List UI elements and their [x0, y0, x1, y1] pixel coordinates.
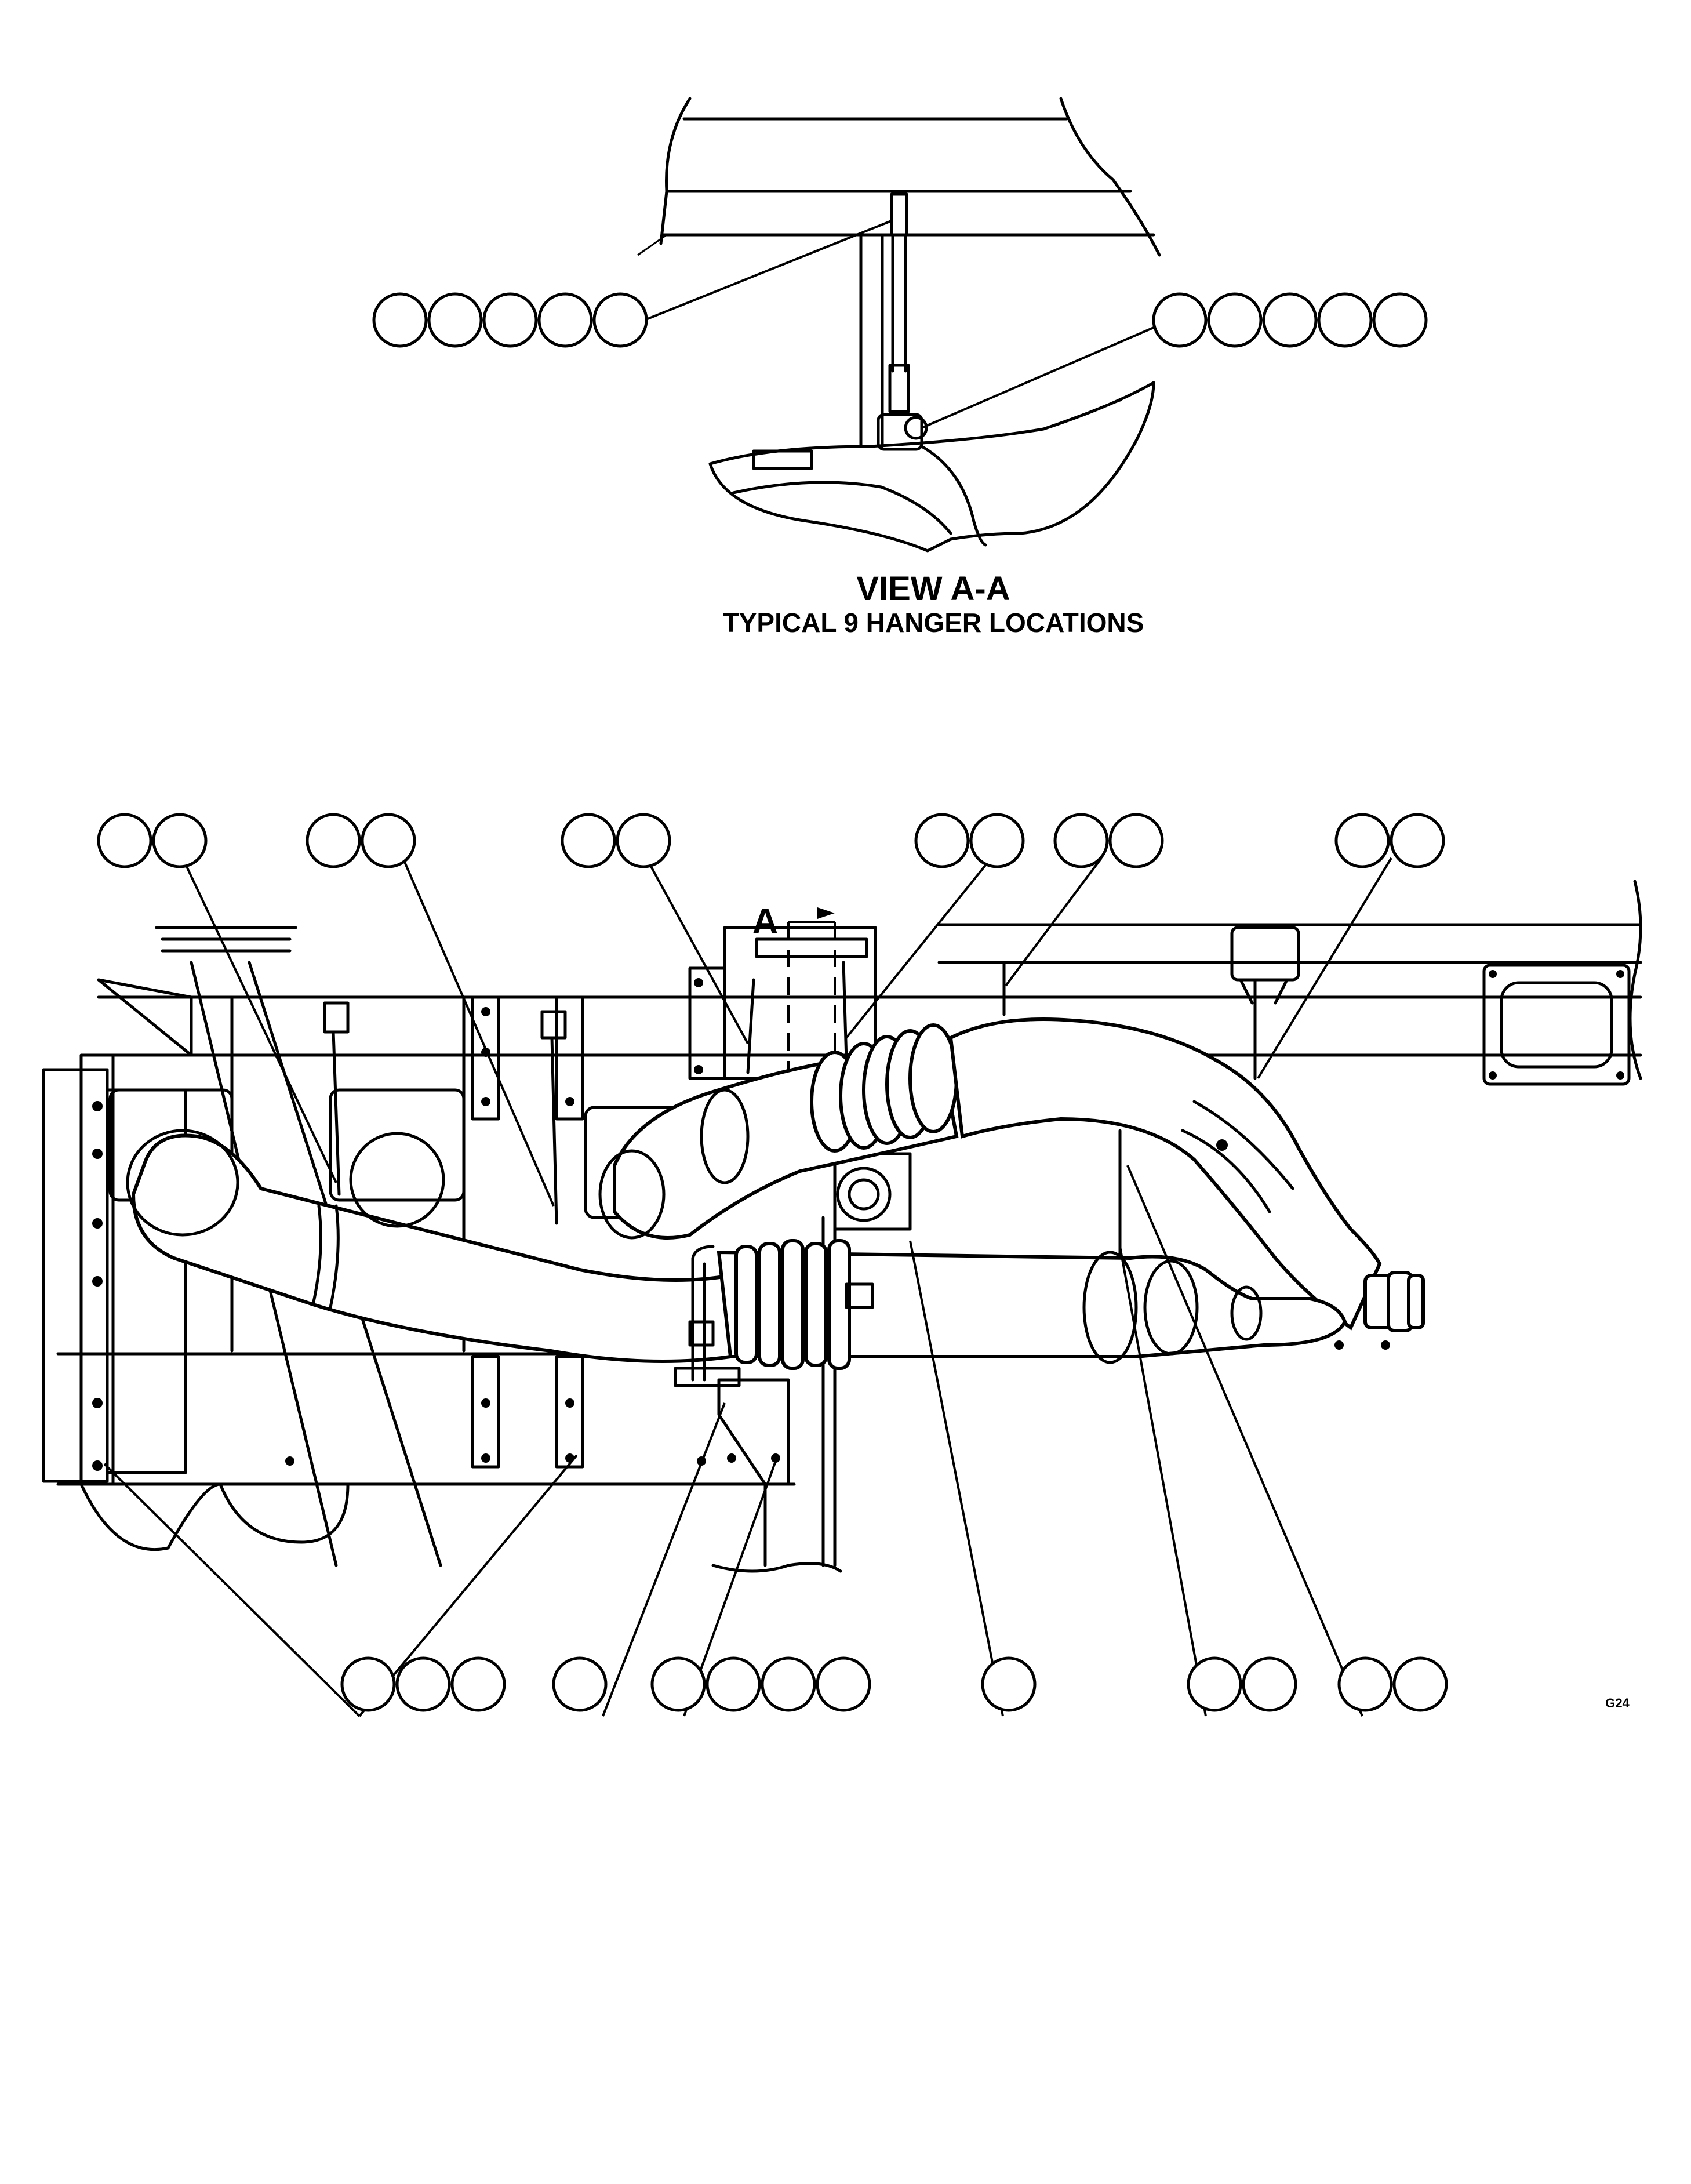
left-panel: [42, 1068, 109, 1483]
leader-a: [644, 219, 893, 321]
hanger-clamp: [877, 413, 923, 451]
dpf-inlet-pipe: [948, 1017, 1382, 1331]
turbo-outlet-2: [349, 1132, 445, 1228]
fuel-tank-outline: [79, 1482, 350, 1551]
section-cut-line: [787, 922, 836, 1148]
section-marker-top: A: [752, 902, 779, 942]
strap-3: [471, 1355, 500, 1469]
strap-2: [555, 995, 584, 1121]
view-title: VIEW A-A: [856, 570, 1010, 608]
strap-4: [555, 1355, 584, 1469]
figure-code: G24: [1605, 1696, 1630, 1710]
frame-break-right: [1059, 97, 1161, 257]
callouts-bottom: [340, 1656, 1448, 1712]
frame-mount-plate: [1482, 964, 1631, 1086]
detail-view-a-a: VIEW A-A TYPICAL 9 HANGER LOCATIONS: [372, 97, 1428, 638]
muffler-pipe: [717, 1250, 1347, 1358]
hanger-rods: [323, 961, 1257, 1260]
frame-cutout: [1500, 981, 1613, 1069]
leader-b: [921, 326, 1154, 429]
hanger-bracket-right: [1230, 926, 1300, 982]
callouts-top: [97, 813, 1445, 868]
outlet-coupling: [1334, 1271, 1425, 1350]
turbo-outlet-1: [126, 1129, 239, 1237]
callout-group-5-left: [372, 292, 648, 348]
strap-1: [471, 995, 500, 1121]
hanger-mount: [890, 192, 908, 237]
exhaust-pipe-left: [131, 1133, 732, 1363]
upper-bellows: [810, 1023, 958, 1153]
leader-lines: [103, 857, 1392, 1717]
hanger-rod-lower: [888, 364, 910, 413]
lower-hanger-bracket: [717, 1378, 790, 1486]
frame-break-end: [1628, 880, 1642, 1080]
left-panel-bolts: [92, 1101, 103, 1471]
view-subtitle: TYPICAL 9 HANGER LOCATIONS: [723, 608, 1144, 638]
main-view: A A: [42, 813, 1642, 1717]
lower-bellows: [734, 1239, 851, 1370]
callout-group-5-right: [1152, 292, 1428, 348]
frame-break-left: [659, 97, 692, 245]
